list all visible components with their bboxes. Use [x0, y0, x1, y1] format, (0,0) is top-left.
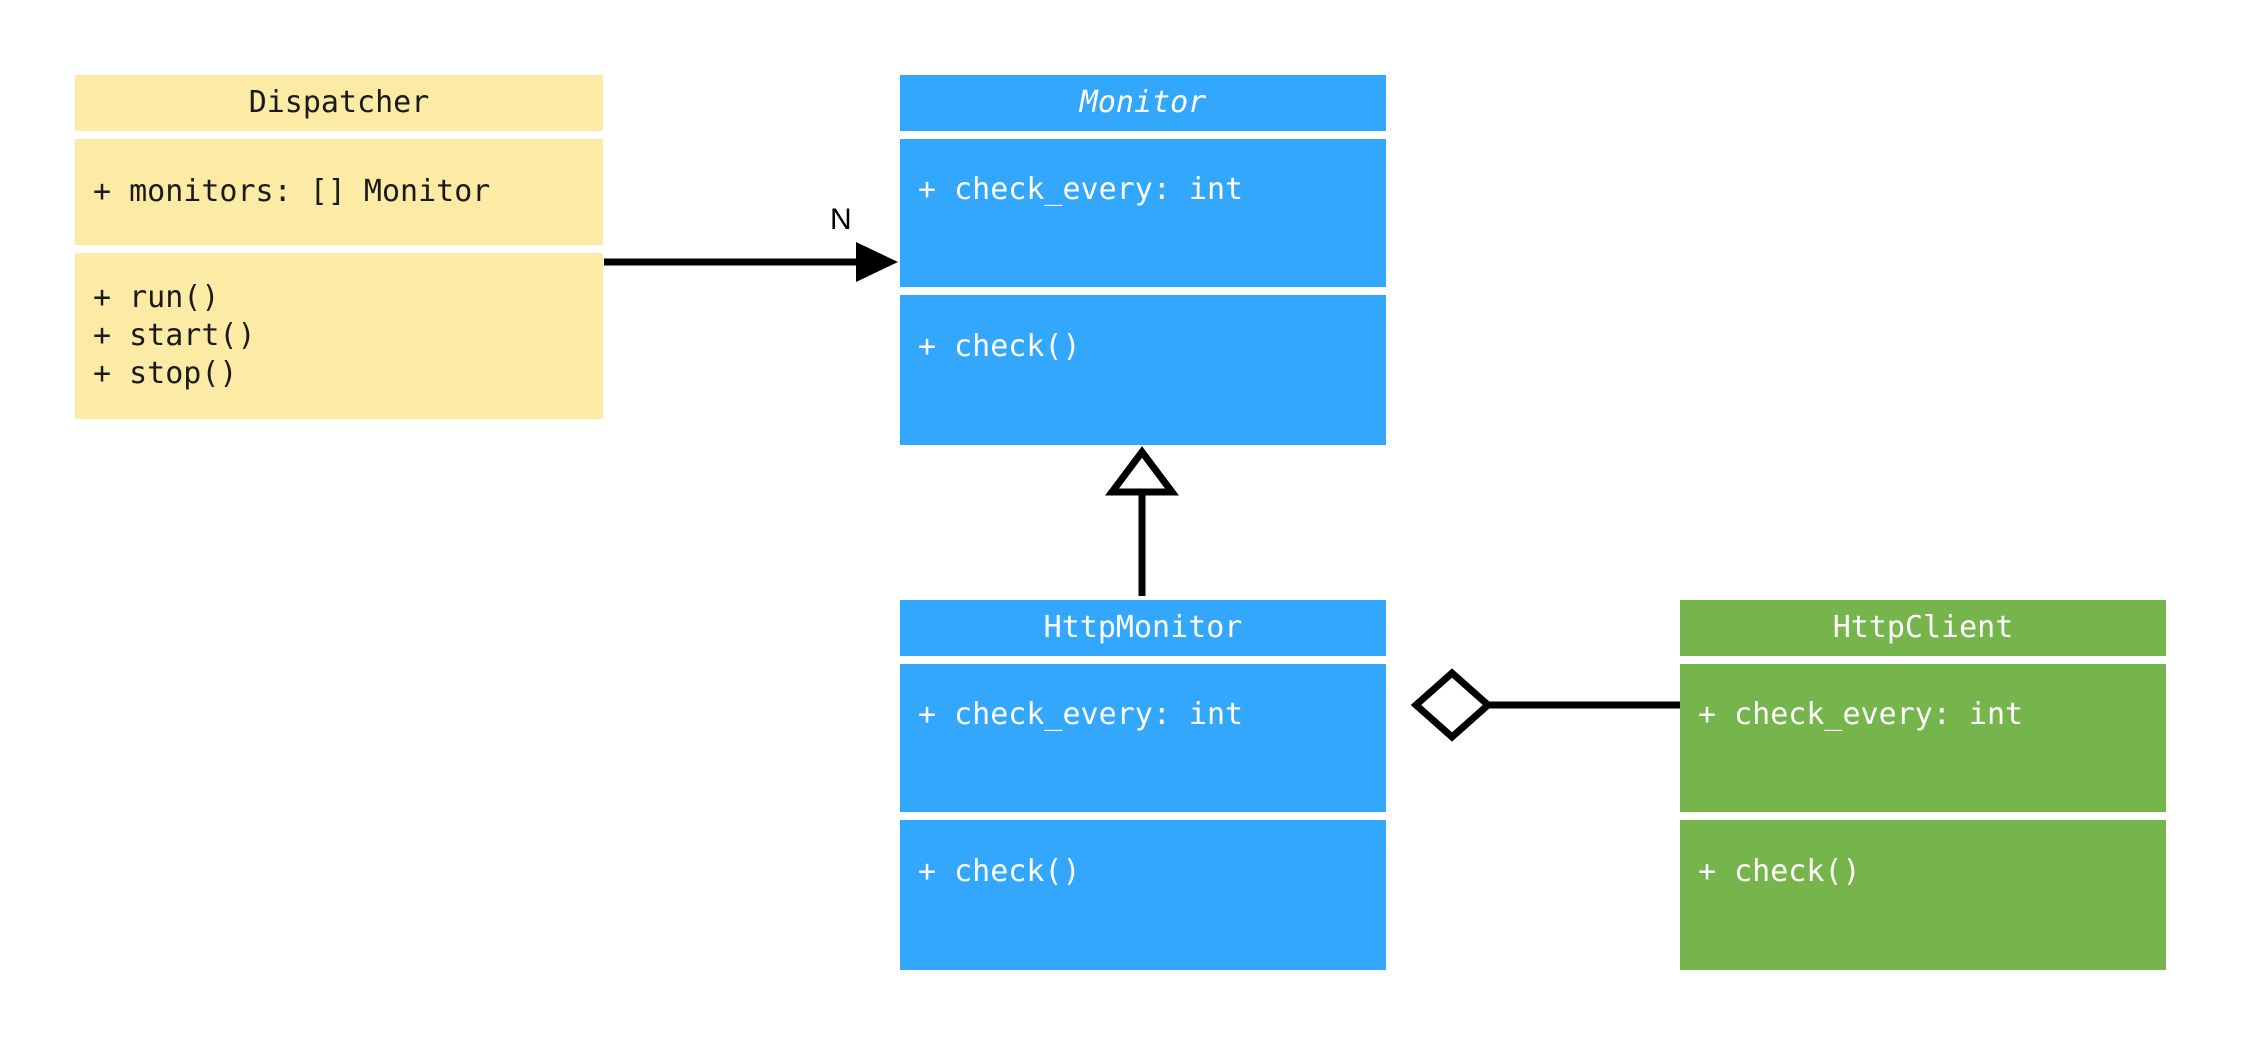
attributes-compartment-httpmonitor: + check_every: int	[900, 664, 1386, 812]
method-row: + check()	[918, 854, 1081, 889]
hollow-diamond-icon	[1410, 668, 1494, 742]
attribute-row: + monitors: [] Monitor	[93, 174, 491, 209]
methods-compartment-httpmonitor: + check()	[900, 820, 1386, 970]
attributes-compartment-httpclient: + check_every: int	[1680, 664, 2166, 812]
class-title-monitor: Monitor	[900, 75, 1386, 131]
method-row: + start()	[93, 318, 256, 353]
methods-compartment-httpclient: + check()	[1680, 820, 2166, 970]
attributes-compartment-monitor: + check_every: int	[900, 139, 1386, 287]
class-box-httpclient[interactable]: HttpClient + check_every: int + check()	[1680, 600, 2166, 970]
method-row: + run()	[93, 280, 220, 315]
method-row: + check()	[1698, 854, 1861, 889]
attributes-compartment-dispatcher: + monitors: [] Monitor	[75, 139, 603, 245]
solid-arrowhead-icon	[856, 242, 898, 282]
methods-compartment-dispatcher: + run() + start() + stop()	[75, 253, 603, 419]
generalization-httpmonitor-to-monitor	[1105, 446, 1179, 596]
aggregation-httpmonitor-to-httpclient	[1410, 668, 1680, 742]
class-box-monitor[interactable]: Monitor + check_every: int + check()	[900, 75, 1386, 445]
hollow-triangle-icon	[1105, 446, 1179, 496]
class-title-dispatcher: Dispatcher	[75, 75, 603, 131]
attribute-row: + check_every: int	[918, 172, 1244, 207]
class-box-dispatcher[interactable]: Dispatcher + monitors: [] Monitor + run(…	[75, 75, 603, 419]
compartment-divider	[75, 245, 603, 253]
class-title-httpmonitor: HttpMonitor	[900, 600, 1386, 656]
compartment-divider	[1680, 812, 2166, 820]
attribute-row: + check_every: int	[918, 697, 1244, 732]
class-title-httpclient: HttpClient	[1680, 600, 2166, 656]
class-box-httpmonitor[interactable]: HttpMonitor + check_every: int + check()	[900, 600, 1386, 970]
attribute-row: + check_every: int	[1698, 697, 2024, 732]
compartment-divider	[900, 812, 1386, 820]
compartment-divider	[1680, 656, 2166, 664]
method-row: + check()	[918, 329, 1081, 364]
association-dispatcher-to-monitor	[604, 242, 898, 282]
association-multiplicity-label: N	[830, 203, 852, 236]
compartment-divider	[900, 287, 1386, 295]
method-row: + stop()	[93, 356, 238, 391]
compartment-divider	[900, 131, 1386, 139]
compartment-divider	[900, 656, 1386, 664]
methods-compartment-monitor: + check()	[900, 295, 1386, 445]
compartment-divider	[75, 131, 603, 139]
